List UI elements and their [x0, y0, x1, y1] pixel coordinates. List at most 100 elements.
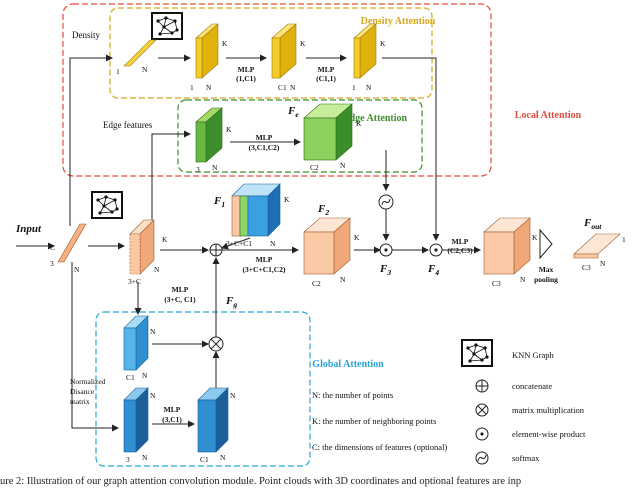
edge-attention-title: Edge Attention [343, 113, 408, 124]
legend-concatenate: concatenate [512, 381, 552, 391]
dim-label: N [230, 391, 236, 400]
mlp-label: (1,C1) [236, 74, 256, 83]
dim-label: 3 [196, 165, 200, 174]
f3-feature-label: F3 [379, 263, 391, 277]
distance-cube [123, 399, 137, 453]
input-point-slab [57, 223, 87, 263]
dim-label: K [532, 233, 538, 242]
dim-label: C1 [278, 83, 287, 92]
density-cube [195, 37, 203, 79]
dim-label: N [142, 371, 148, 380]
density-attention-box [109, 7, 433, 99]
dim-label: 3 [50, 259, 54, 268]
fe-cube [303, 117, 337, 161]
legend-knn-icon [461, 339, 493, 367]
dim-label: K [354, 233, 360, 242]
max-pooling-icon [539, 228, 553, 260]
edge-features-label: Edge features [103, 120, 153, 130]
f2-feature-label: F2 [317, 203, 329, 217]
dim-label: N [150, 327, 156, 336]
legend-elementwise: element-wise product [512, 429, 586, 439]
f1-part-edge [239, 195, 249, 237]
f1-part-input [231, 195, 241, 237]
dim-label: C [50, 243, 55, 252]
f1-part-global [247, 195, 269, 237]
c3-cube [483, 231, 515, 275]
mlp-label: (C2,C3) [447, 246, 473, 255]
density-cube [271, 37, 281, 79]
mlp-label: (3,C1) [162, 415, 182, 424]
note-k: K: the number of neighboring points [312, 416, 436, 426]
dim-label: C2 [312, 279, 321, 288]
max-pooling-label: Max [539, 265, 554, 274]
dim-label: N [366, 83, 372, 92]
dim-label: K [300, 39, 306, 48]
dim-label: N [340, 275, 346, 284]
dim-label: N [220, 453, 226, 462]
dim-label: C3 [492, 279, 501, 288]
dim-label: 3 [126, 455, 130, 464]
dim-label: N [154, 265, 160, 274]
normalized-distance-label: Disance [70, 387, 95, 396]
f1-feature-label: F1 [213, 195, 225, 209]
mlp-label: MLP [238, 65, 255, 74]
mlp-label: MLP [172, 285, 189, 294]
dim-label: C2 [310, 163, 319, 172]
legend-matmul: matrix multiplication [512, 405, 585, 415]
knn-graph-icon [91, 191, 123, 219]
dim-label: K [222, 39, 228, 48]
dim-label: K [380, 39, 386, 48]
mlp-label: (C1,1) [316, 74, 336, 83]
local-attention-box [62, 3, 492, 177]
normalized-distance-label: matrix [70, 397, 90, 406]
mlp-label: MLP [256, 133, 273, 142]
dim-label: N [290, 83, 296, 92]
local-attention-title: Local Attention [515, 110, 582, 121]
dim-label: N [142, 453, 148, 462]
f4-feature-label: F4 [427, 263, 439, 277]
density-input-slab [123, 39, 157, 67]
dim-label: N [520, 275, 526, 284]
mlp-label: MLP [318, 65, 335, 74]
grouped-cube [129, 233, 141, 275]
dim-label: N [206, 83, 212, 92]
dim-label: 1 [190, 83, 194, 92]
mlp-label: (3,C1,C2) [249, 143, 280, 152]
dim-label: N [150, 391, 156, 400]
dim-label: C3 [582, 263, 591, 272]
global-mlp-cube [197, 399, 217, 453]
mlp-label: (3+C, C1) [164, 295, 196, 304]
input-label: Input [15, 223, 42, 235]
knn-graph-icon [151, 12, 183, 40]
dim-label: N [270, 239, 276, 248]
dim-label: K [162, 235, 168, 244]
note-c: C: the dimensions of features (optional) [312, 442, 447, 452]
mlp-label: MLP [164, 405, 181, 414]
dim-label: N [142, 65, 148, 74]
dim-label: N [212, 163, 218, 172]
dim-label: N [74, 265, 80, 274]
dim-label: 1 [622, 235, 626, 244]
dim-label: 3+C+C1 [226, 239, 252, 248]
global-cube [123, 327, 137, 371]
dim-label: K [284, 195, 290, 204]
figure-caption: ure 2: Illustration of our graph attenti… [0, 476, 521, 487]
edge-attention-box [177, 99, 423, 173]
legend-softmax: softmax [512, 453, 540, 463]
max-pooling-label: pooling [534, 275, 558, 284]
fg-feature-label: Fg [225, 295, 237, 309]
dim-label: 1 [116, 67, 120, 76]
dim-label: K [226, 125, 232, 134]
f2-cube [303, 231, 335, 275]
dim-label: 3+C [128, 277, 141, 286]
mlp-label: MLP [452, 237, 469, 246]
dim-label: N [600, 259, 606, 268]
density-label: Density [72, 30, 100, 40]
density-cube [353, 37, 361, 79]
dim-label: K [356, 119, 362, 128]
normalized-distance-label: Normalized [70, 377, 106, 386]
global-attention-box [95, 311, 311, 467]
note-n: N: the number of points [312, 390, 393, 400]
